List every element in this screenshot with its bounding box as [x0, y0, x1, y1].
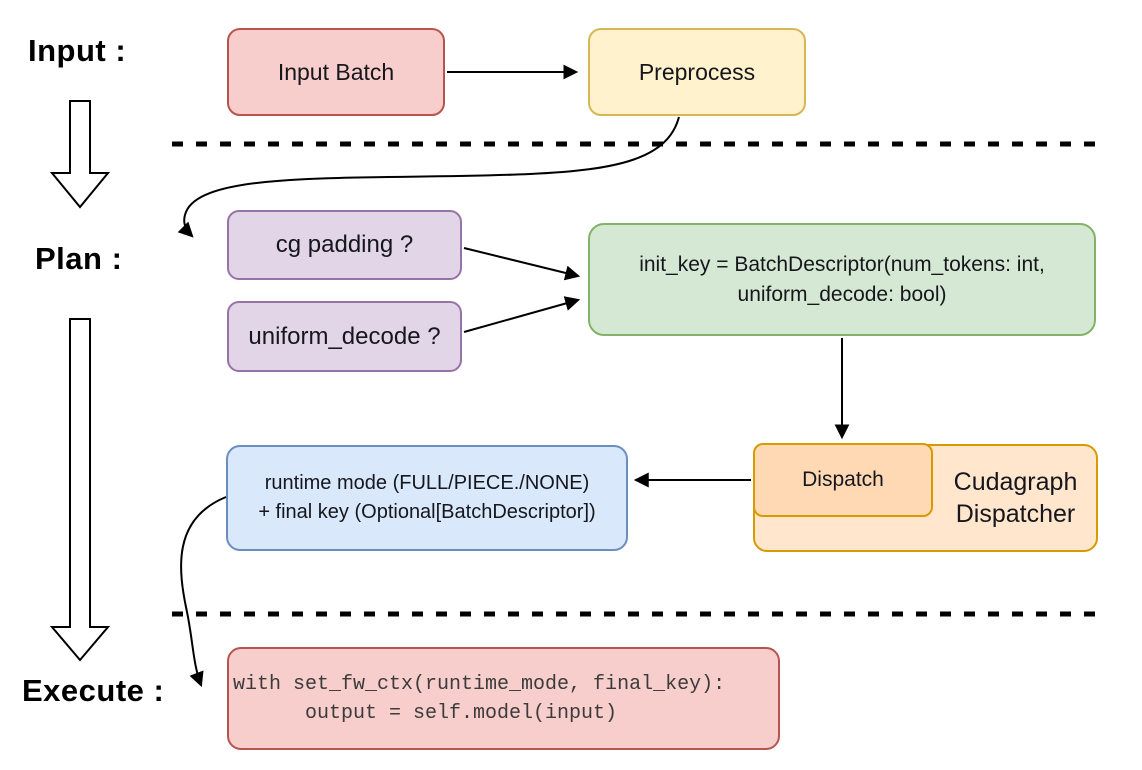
node-uniform-decode-label: uniform_decode ?: [248, 322, 441, 350]
node-preprocess-label: Preprocess: [638, 58, 756, 85]
node-dispatch-label: Dispatch: [802, 468, 884, 491]
stage-arrow-input: [49, 100, 111, 209]
node-cudagraph-dispatcher-line1: Cudagraph: [953, 468, 1078, 496]
node-dispatch: Dispatch: [753, 443, 933, 517]
node-input-batch-label: Input Batch: [277, 58, 395, 85]
node-init-key-line1: init_key = BatchDescriptor(num_tokens: i…: [639, 252, 1045, 276]
edge-uniform-decode-to-init-key: [463, 296, 581, 333]
node-cg-padding: cg padding ?: [227, 210, 462, 280]
edge-runtime-mode-to-execute-code: [180, 496, 227, 688]
node-runtime-mode-line2: + final key (Optional[BatchDescriptor]): [258, 501, 596, 523]
stage-label-input: Input :: [28, 33, 127, 68]
node-cudagraph-dispatcher-line2: Dispatcher: [955, 500, 1076, 528]
stage-arrow-plan: [49, 318, 111, 662]
node-init-key-line2: uniform_decode: bool): [737, 282, 947, 306]
node-input-batch: Input Batch: [227, 28, 445, 116]
node-runtime-mode-line1: runtime mode (FULL/PIECE./NONE): [264, 472, 590, 494]
node-preprocess: Preprocess: [588, 28, 806, 116]
stage-label-plan: Plan :: [35, 241, 123, 276]
edge-cg-padding-to-init-key: [463, 247, 581, 281]
node-cg-padding-label: cg padding ?: [275, 231, 414, 258]
node-uniform-decode: uniform_decode ?: [227, 301, 462, 372]
node-execute-code-line2: output = self.model(input): [233, 701, 618, 725]
node-init-key: init_key = BatchDescriptor(num_tokens: i…: [588, 223, 1096, 336]
node-execute-code: with set_fw_ctx(runtime_mode, final_key)…: [227, 647, 780, 750]
stage-label-execute: Execute :: [22, 673, 165, 708]
node-execute-code-line1: with set_fw_ctx(runtime_mode, final_key)…: [233, 672, 726, 696]
node-cudagraph-dispatcher-label: Cudagraph Dispatcher: [933, 444, 1098, 552]
node-runtime-mode-final-key: runtime mode (FULL/PIECE./NONE) + final …: [226, 445, 628, 551]
